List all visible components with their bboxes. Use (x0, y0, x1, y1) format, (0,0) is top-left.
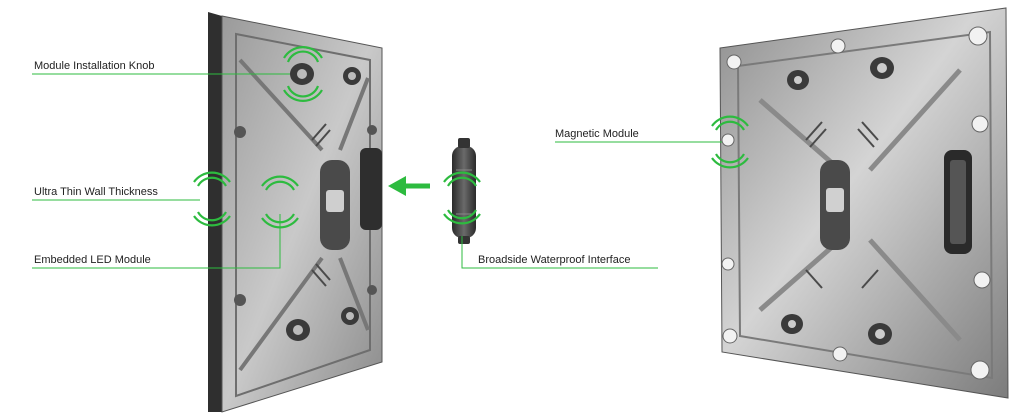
label-embedded-led: Embedded LED Module (34, 254, 151, 266)
right-knob-top-left (787, 70, 809, 90)
highlight-ring-icon (193, 171, 231, 227)
callout-line-waterproof (461, 236, 658, 269)
left-cabinet-inner-frame (235, 32, 371, 398)
right-knob-bottom-left (781, 314, 803, 334)
label-magnetic-module: Magnetic Module (555, 128, 639, 140)
highlight-ring-icon (443, 171, 481, 225)
right-knob-top-right (870, 57, 894, 79)
highlight-ring-icon (283, 45, 323, 103)
left-cabinet (208, 12, 383, 413)
knob-top-right (343, 67, 361, 85)
callout-line-embedded (32, 214, 281, 269)
knob-top-left (290, 63, 314, 85)
label-thin-wall: Ultra Thin Wall Thickness (34, 186, 158, 198)
right-knob-bottom-right (868, 323, 892, 345)
label-installation-knob: Module Installation Knob (34, 60, 154, 72)
left-arrow-icon (388, 176, 430, 196)
highlight-rings (193, 45, 749, 229)
right-cabinet (719, 7, 1009, 399)
highlight-ring-icon (711, 115, 749, 169)
knob-bottom-left (286, 319, 310, 341)
callout-lines (32, 73, 722, 269)
magnets (721, 26, 991, 380)
left-side-connector (360, 148, 382, 230)
left-cabinet-edge (208, 12, 222, 412)
right-cabinet-face (719, 7, 1009, 399)
knob-bottom-right (341, 307, 359, 325)
label-waterproof-interface: Broadside Waterproof Interface (478, 254, 630, 266)
waterproof-plug (452, 138, 476, 244)
